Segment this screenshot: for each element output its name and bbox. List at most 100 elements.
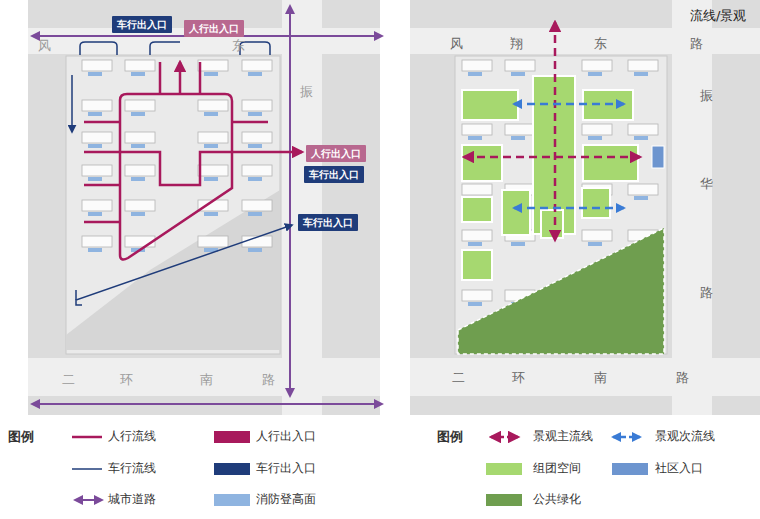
- building: [198, 100, 228, 116]
- road-name: 翔: [510, 36, 523, 52]
- building: [82, 100, 112, 116]
- road-name: 路: [262, 372, 275, 388]
- legend-label: 人行流线: [108, 429, 156, 443]
- legend-label: 景观主流线: [533, 429, 593, 443]
- tag-text: 车行出入口: [303, 217, 353, 228]
- tag-text: 车行出入口: [117, 19, 167, 30]
- page-title: 流线/景观: [690, 8, 746, 24]
- building: [125, 60, 155, 76]
- tag-text: 人行出入口: [189, 23, 239, 34]
- legend-label: 景观次流线: [655, 429, 715, 443]
- building: [462, 60, 492, 76]
- legend-swatch: [214, 431, 250, 443]
- public-green: [458, 228, 664, 354]
- vehicle-flow: [72, 42, 292, 305]
- building: [82, 60, 112, 76]
- map-ground: [410, 0, 760, 415]
- building: [82, 165, 112, 181]
- road-name: 环: [512, 370, 525, 386]
- site-block: [66, 56, 280, 354]
- map-ground: [28, 0, 380, 415]
- road-name: 华: [700, 176, 713, 192]
- legend-line-sample: [75, 499, 102, 501]
- building: [82, 132, 112, 148]
- group-space: [462, 76, 638, 280]
- building: [582, 230, 612, 246]
- legend-heading: 图例: [8, 429, 34, 445]
- legend-swatch: [486, 494, 522, 506]
- building: [628, 124, 658, 140]
- road-name: 东: [232, 38, 245, 54]
- legend-label: 组团空间: [533, 461, 581, 475]
- legend-heading: 图例: [437, 429, 463, 445]
- legend-line-sample: [72, 468, 102, 470]
- legend-label: 城市道路: [108, 492, 156, 506]
- entrance-tag: 车行出入口: [304, 166, 364, 183]
- building: [628, 60, 658, 76]
- road: [282, 0, 322, 415]
- legend-label: 车行流线: [108, 461, 156, 475]
- building: [462, 124, 492, 140]
- road-name: 路: [690, 36, 703, 52]
- legend-label: 消防登高面: [256, 492, 316, 506]
- building: [198, 60, 228, 76]
- road-name: 路: [676, 370, 689, 386]
- legend-swatch: [612, 463, 648, 475]
- building: [582, 124, 612, 140]
- building: [125, 100, 155, 116]
- building: [242, 100, 272, 116]
- city-road-line: [289, 6, 291, 396]
- road-name: 东: [594, 36, 607, 52]
- road-name: 南: [200, 372, 213, 388]
- park-area: [66, 190, 280, 350]
- legend-swatch: [214, 463, 250, 475]
- road-name: 风: [450, 36, 463, 52]
- tag-text: 人行出入口: [311, 148, 361, 159]
- community-entrance: [652, 146, 664, 168]
- landscape-flow: [464, 22, 640, 240]
- building: [505, 124, 535, 140]
- legend-swatch: [486, 463, 522, 475]
- pedestrian-flow: [84, 62, 302, 259]
- building: [242, 132, 272, 148]
- building: [628, 184, 658, 200]
- road: [28, 358, 380, 396]
- legend-label: 车行出入口: [256, 461, 316, 475]
- legend-label: 公共绿化: [533, 492, 581, 506]
- legend-label: 社区入口: [655, 461, 703, 475]
- entrance-tag: 车行出入口: [298, 214, 358, 231]
- entrance-tag: 车行出入口: [112, 16, 172, 33]
- legend-label: 人行出入口: [256, 429, 316, 443]
- building: [82, 200, 112, 216]
- building: [582, 60, 612, 76]
- building: [462, 230, 492, 246]
- building: [242, 60, 272, 76]
- legend-line-sample: [72, 436, 102, 439]
- building: [198, 132, 228, 148]
- legend-swatch: [214, 494, 250, 506]
- building: [125, 132, 155, 148]
- building: [505, 60, 535, 76]
- site-block: [455, 56, 667, 354]
- building: [125, 200, 155, 216]
- road-name: 路: [700, 285, 713, 301]
- building: [198, 165, 228, 181]
- road-name: 二: [452, 370, 465, 386]
- building: [462, 290, 492, 306]
- building: [125, 165, 155, 181]
- legend-line-sample: [613, 436, 640, 439]
- legend-line-sample: [491, 436, 518, 439]
- road: [672, 0, 712, 415]
- road-name: 二: [62, 372, 75, 388]
- road-name: 环: [120, 372, 133, 388]
- building: [198, 236, 228, 252]
- entrance-tag: 人行出入口: [306, 145, 366, 162]
- road-name: 振: [300, 84, 313, 100]
- road-name: 南: [594, 370, 607, 386]
- entrance-tag: 人行出入口: [184, 20, 244, 37]
- city-road-line: [32, 403, 382, 405]
- building: [242, 200, 272, 216]
- building: [82, 236, 112, 252]
- building: [242, 236, 272, 252]
- road-name: 风: [38, 38, 51, 54]
